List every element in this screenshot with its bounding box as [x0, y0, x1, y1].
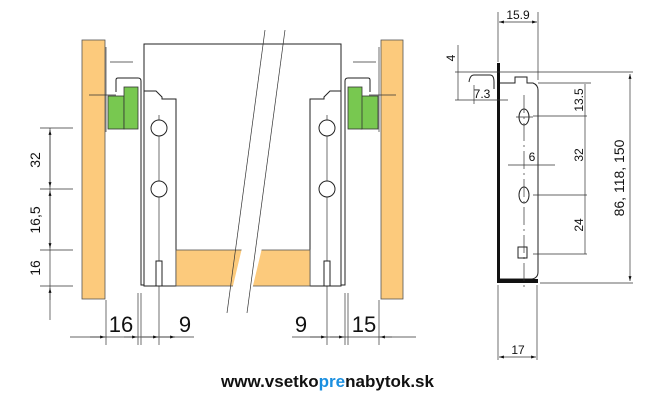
website-url: www.vsetkoprenabytok.sk [0, 372, 655, 392]
dim-9-right: 9 [295, 312, 307, 337]
url-part: nabytok.sk [345, 372, 434, 391]
dim-32: 32 [27, 152, 43, 168]
dim-24: 24 [572, 218, 586, 232]
url-highlight: pre [318, 372, 346, 391]
break-line [246, 29, 286, 314]
dim-6: 6 [529, 150, 536, 164]
front-section-view: 32 16,5 16 16 9 9 15 [27, 29, 416, 345]
left-runner-profile [115, 77, 180, 286]
dim-17: 17 [511, 343, 525, 357]
dim-15-right: 15 [352, 312, 376, 337]
left-cabinet-panel [81, 39, 106, 300]
dim-16: 16 [27, 260, 43, 276]
right-roller-axle [360, 95, 379, 130]
runner-side-view: 15.9 4 7.3 13.5 32 6 24 86, 118, 150 17 [444, 8, 633, 360]
left-hole-lower [150, 180, 168, 198]
drawer-back [143, 43, 342, 91]
right-hole-upper [318, 119, 336, 137]
dim-16-left: 16 [109, 312, 133, 337]
left-roller [123, 86, 139, 130]
left-roller-axle [107, 95, 125, 130]
dim-heights: 86, 118, 150 [611, 139, 627, 216]
dim-9-left: 9 [179, 312, 191, 337]
left-bracket [89, 47, 133, 132]
right-runner-profile [306, 77, 371, 286]
dim-32-side: 32 [572, 148, 586, 162]
left-hole-upper [150, 119, 168, 137]
dim-13-5: 13.5 [572, 88, 586, 112]
dim-7-3: 7.3 [474, 87, 491, 101]
dim-16-5: 16,5 [27, 206, 43, 233]
dim-15-9: 15.9 [506, 8, 530, 22]
right-cabinet-panel [380, 39, 404, 300]
right-bracket [353, 47, 396, 132]
right-roller [347, 86, 363, 130]
right-hole-lower [318, 180, 336, 198]
dim-4: 4 [444, 54, 458, 61]
break-line [226, 29, 266, 314]
url-part: www.vsetko [221, 372, 319, 391]
